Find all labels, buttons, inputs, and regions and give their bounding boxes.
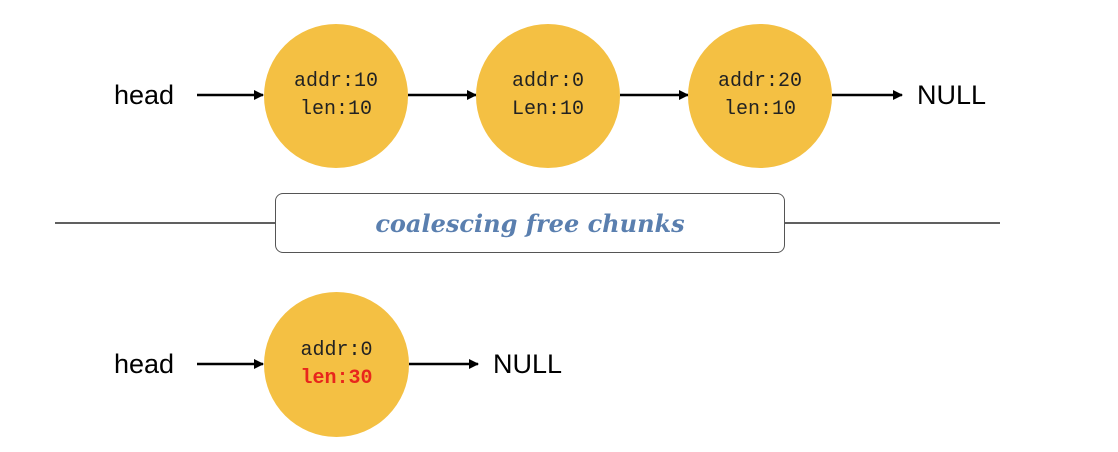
node-addr: addr:20 bbox=[717, 70, 802, 93]
node-len: Len:10 bbox=[511, 98, 584, 121]
top-null-label: NULL bbox=[917, 80, 987, 110]
bottom-head-label: head bbox=[114, 349, 175, 379]
node-len: len:10 bbox=[723, 98, 796, 121]
top-head-label: head bbox=[114, 80, 175, 110]
coalescing-banner: coalescing free chunks bbox=[275, 193, 785, 253]
node-addr: addr:0 bbox=[511, 70, 584, 93]
merged-node: addr:0 len:30 bbox=[264, 292, 409, 437]
node-addr: addr:10 bbox=[293, 70, 378, 93]
node-len-highlighted: len:30 bbox=[300, 366, 373, 390]
bottom-null-label: NULL bbox=[493, 349, 563, 379]
top-node-1: addr:10 len:10 bbox=[264, 24, 408, 168]
node-addr: addr:0 bbox=[300, 338, 373, 362]
top-node-2: addr:0 Len:10 bbox=[476, 24, 620, 168]
node-len: len:10 bbox=[299, 98, 372, 121]
banner-label: coalescing free chunks bbox=[375, 208, 685, 238]
top-node-3: addr:20 len:10 bbox=[688, 24, 832, 168]
